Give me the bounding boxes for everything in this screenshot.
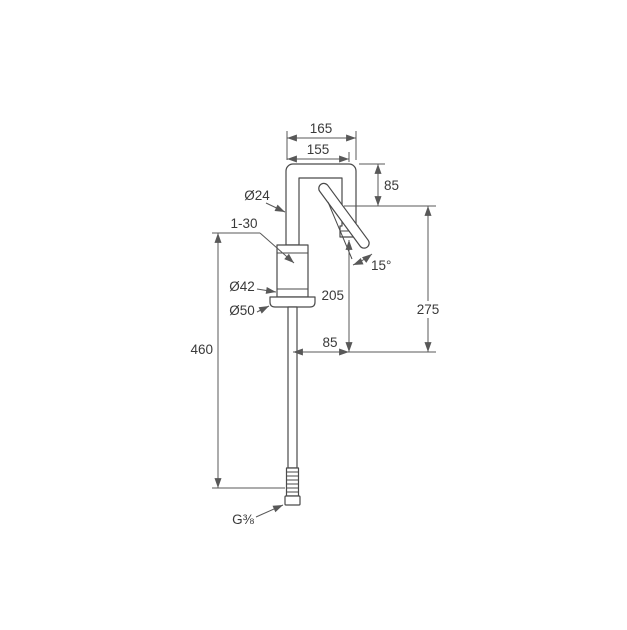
leader-line — [265, 202, 286, 213]
dia-42-label: Ø42 — [229, 279, 255, 294]
leader-line — [256, 305, 270, 314]
dimension-dia-50: Ø50 — [229, 303, 270, 318]
dia-24-label: Ø24 — [244, 188, 270, 203]
dimension-155-label: 155 — [307, 142, 330, 157]
mount-range-label: 1-30 — [230, 216, 257, 231]
dimension-205: 205 — [321, 240, 353, 352]
lever-handle-shape — [318, 182, 370, 249]
dimension-460: 460 — [190, 232, 285, 489]
dimension-275: 275 — [413, 206, 443, 352]
dimension-mount-range: 1-30 — [230, 216, 295, 264]
leader-line — [255, 504, 284, 518]
spout-outline — [285, 163, 359, 246]
mixer-body — [276, 244, 309, 298]
faucet-outline — [269, 163, 370, 506]
dia-50-label: Ø50 — [229, 303, 255, 318]
dimension-155: 155 — [287, 142, 350, 163]
dimension-165-label: 165 — [310, 121, 333, 136]
thread-lines — [287, 471, 299, 493]
base-flange — [269, 296, 316, 308]
angle-arc — [352, 253, 373, 266]
leader-line — [256, 286, 277, 294]
dimension-angle-15: 15° — [352, 253, 391, 273]
label-backing — [413, 301, 443, 318]
angle-15-label: 15° — [371, 258, 391, 273]
lever-handle — [318, 182, 370, 249]
thread-label: G⅜ — [232, 512, 255, 527]
leader-line — [259, 232, 295, 264]
dimension-dia-24: Ø24 — [244, 188, 286, 213]
dimension-85-offset-label: 85 — [322, 335, 337, 350]
dimension-205-label: 205 — [321, 288, 344, 303]
dimension-85-spout-label: 85 — [384, 178, 399, 193]
dimension-460-label: 460 — [190, 342, 213, 357]
dimension-85-offset: 85 — [293, 335, 436, 356]
tail-pipe — [287, 306, 298, 469]
dimension-275-label: 275 — [417, 302, 440, 317]
dimension-85-spout: 85 — [344, 163, 436, 207]
dimension-thread: G⅜ — [232, 504, 284, 527]
connection-tip — [284, 495, 301, 506]
dimension-dia-42: Ø42 — [229, 279, 277, 294]
dimension-165: 165 — [286, 121, 357, 160]
